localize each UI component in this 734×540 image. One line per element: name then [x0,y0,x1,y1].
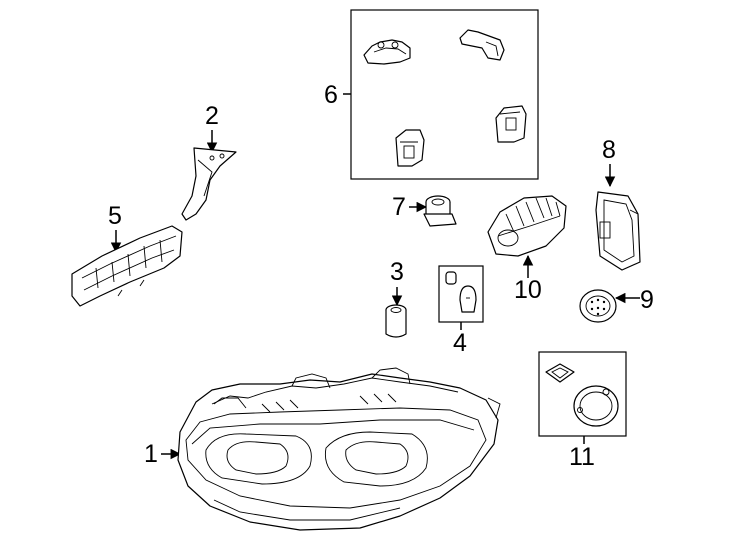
support-bracket-icon [71,225,183,307]
led-module-group: 10 [487,195,567,304]
bulb-large-icon [459,285,477,313]
led-module-icon [487,195,567,257]
mounting-bracket-group: 2 [181,102,237,221]
bracket-a-icon [363,39,411,65]
bracket-b-icon [459,29,505,61]
headlamp-group: 1 [144,367,501,531]
socket-icon [385,304,407,338]
callout-8: 8 [602,136,616,164]
callout-11: 11 [569,443,595,471]
cap-kit-group: 11 [538,351,627,471]
callout-5: 5 [108,202,122,230]
support-bracket-group: 5 [71,202,183,307]
headlamp-assembly-icon [177,367,501,531]
actuator-group: 7 [392,193,457,227]
callout-6: 6 [324,81,338,109]
control-module-icon [595,191,641,271]
callout-9: 9 [640,286,654,314]
callout-2: 2 [205,102,219,130]
callout-10: 10 [514,276,542,304]
bracket-d-icon [495,105,527,143]
seal-icon [545,363,575,383]
callout-7: 7 [392,193,406,221]
control-module-group: 8 [595,136,641,271]
actuator-icon [423,195,457,227]
bulb-set-group: 4 [438,265,484,357]
callout-3: 3 [390,258,404,286]
bracket-kit-group: 6 [324,9,539,180]
callout-4: 4 [453,329,467,357]
bracket-c-icon [395,129,425,167]
dust-cap-icon [573,385,619,427]
cover-disc-group: 9 [579,286,654,323]
bracket-kit-box [350,9,539,180]
socket-group: 3 [385,258,407,338]
mounting-bracket-icon [181,147,237,221]
cover-disc-icon [579,289,617,323]
bulb-small-icon [445,271,457,285]
callout-1: 1 [144,440,158,468]
